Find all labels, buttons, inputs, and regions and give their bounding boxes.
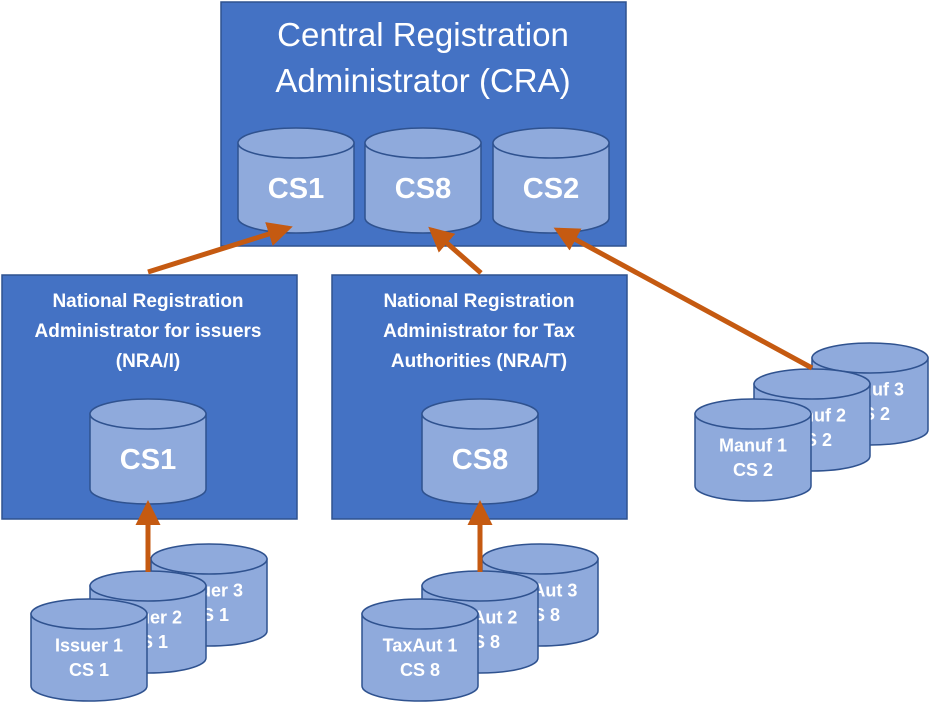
nra-t-title-line2: Administrator for Tax <box>383 321 575 342</box>
nra-t-store: CS8 <box>421 398 539 505</box>
nra-i-title-line1: National Registration <box>52 291 243 312</box>
cra-store-cs2-label-1: CS2 <box>523 173 579 205</box>
taxaut-store-1: TaxAut 1 CS 8 <box>361 598 479 702</box>
nra-i-store-label-1: CS1 <box>120 444 176 476</box>
cra-title-line1: Central Registration <box>277 16 569 53</box>
nra-i-store: CS1 <box>89 398 207 505</box>
cra-store-cs1: CS1 <box>237 127 355 234</box>
cra-store-cs2: CS2 <box>492 127 610 234</box>
nra-i-title-line3: (NRA/I) <box>116 351 180 372</box>
manuf-store-1: Manuf 1 CS 2 <box>694 398 812 502</box>
cra-store-cs1-label-1: CS1 <box>268 173 324 205</box>
arrow-nra-t-to-cra-cs8 <box>428 226 483 275</box>
arrow-nra-i-to-cra-cs1 <box>147 222 293 275</box>
cra-store-cs8-label-1: CS8 <box>395 173 451 205</box>
nra-t-title-line1: National Registration <box>383 291 574 312</box>
arrows <box>135 222 814 572</box>
cra-store-cs8: CS8 <box>364 127 482 234</box>
arrow-manufs-to-cra-cs2 <box>553 227 814 371</box>
issuer-store-1-label-2: CS 1 <box>69 660 109 680</box>
nra-t-store-label-1: CS8 <box>452 444 508 476</box>
issuer-store-1: Issuer 1 CS 1 <box>30 598 148 702</box>
nra-t-title-line3: Authorities (NRA/T) <box>391 351 567 372</box>
manuf-store-1-label-2: CS 2 <box>733 460 773 480</box>
cra-title-line2: Administrator (CRA) <box>275 62 570 99</box>
taxaut-store-1-label-2: CS 8 <box>400 660 440 680</box>
taxaut-store-1-label-1: TaxAut 1 <box>383 636 458 656</box>
manuf-store-1-label-1: Manuf 1 <box>719 436 787 456</box>
issuer-store-1-label-1: Issuer 1 <box>55 636 123 656</box>
nra-i-title-line2: Administrator for issuers <box>35 321 262 342</box>
